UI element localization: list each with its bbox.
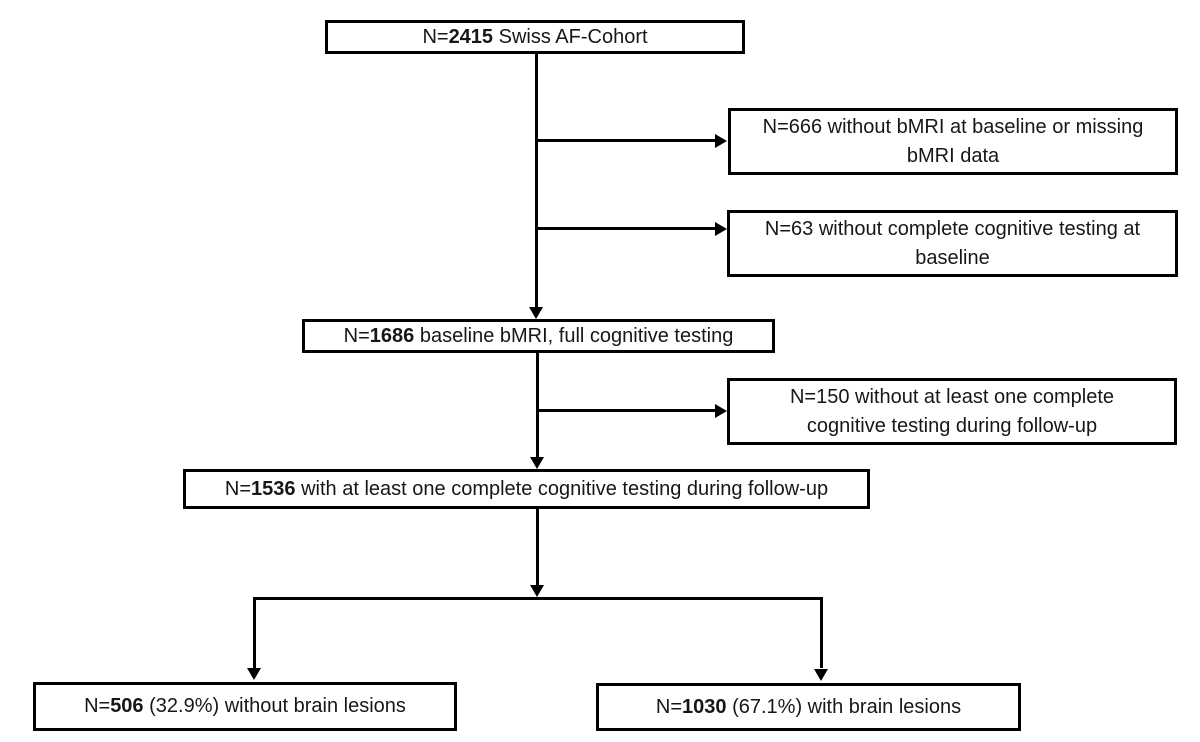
node-baseline-bmri-cognitive: N=1686 baseline bMRI, full cognitive tes… — [302, 319, 775, 353]
connector-split-to-without-lesions — [253, 597, 256, 668]
connector-branch-no-cognitive-baseline — [537, 227, 715, 230]
node-label: N=1686 baseline bMRI, full cognitive tes… — [343, 324, 734, 347]
arrowhead-right-icon — [715, 404, 727, 418]
node-label: N=1030 (67.1%) with brain lesions — [655, 695, 962, 718]
arrowhead-down-icon — [529, 307, 543, 319]
node-excluded-no-followup-testing: N=150 without at least one complete cogn… — [727, 378, 1177, 445]
connector-followup-to-split — [536, 509, 539, 586]
node-label: N=506 (32.9%) without brain lesions — [84, 695, 406, 717]
connector-branch-no-bmri — [537, 139, 715, 142]
node-label-line2: bMRI data — [906, 144, 1000, 167]
arrowhead-down-icon — [530, 585, 544, 597]
connector-split-horizontal — [253, 597, 823, 600]
node-without-brain-lesions: N=506 (32.9%) without brain lesions — [33, 682, 457, 731]
connector-cohort-to-baseline — [535, 54, 538, 308]
node-excluded-no-cognitive-baseline: N=63 without complete cognitive testing … — [727, 210, 1178, 277]
arrowhead-down-icon — [530, 457, 544, 469]
node-label-line1: N=63 without complete cognitive testing … — [764, 217, 1141, 240]
node-label-line2: baseline — [915, 246, 990, 269]
arrowhead-right-icon — [715, 134, 727, 148]
node-label-line1: N=666 without bMRI at baseline or missin… — [762, 115, 1144, 138]
connector-branch-no-followup — [538, 409, 715, 412]
node-label-line2: cognitive testing during follow-up — [806, 414, 1098, 437]
arrowhead-right-icon — [715, 222, 727, 236]
arrowhead-down-icon — [247, 668, 261, 680]
node-excluded-no-bmri: N=666 without bMRI at baseline or missin… — [728, 108, 1178, 175]
connector-split-to-with-lesions — [820, 597, 823, 668]
node-label: N=2415 Swiss AF-Cohort — [422, 25, 648, 48]
node-label: N=1536 with at least one complete cognit… — [224, 477, 829, 500]
arrowhead-down-icon — [814, 669, 828, 681]
node-swiss-af-cohort: N=2415 Swiss AF-Cohort — [325, 20, 745, 54]
node-label-line1: N=150 without at least one complete — [789, 385, 1115, 408]
node-followup-cognitive-testing: N=1536 with at least one complete cognit… — [183, 469, 870, 509]
node-with-brain-lesions: N=1030 (67.1%) with brain lesions — [596, 683, 1021, 731]
connector-baseline-to-followup — [536, 353, 539, 458]
